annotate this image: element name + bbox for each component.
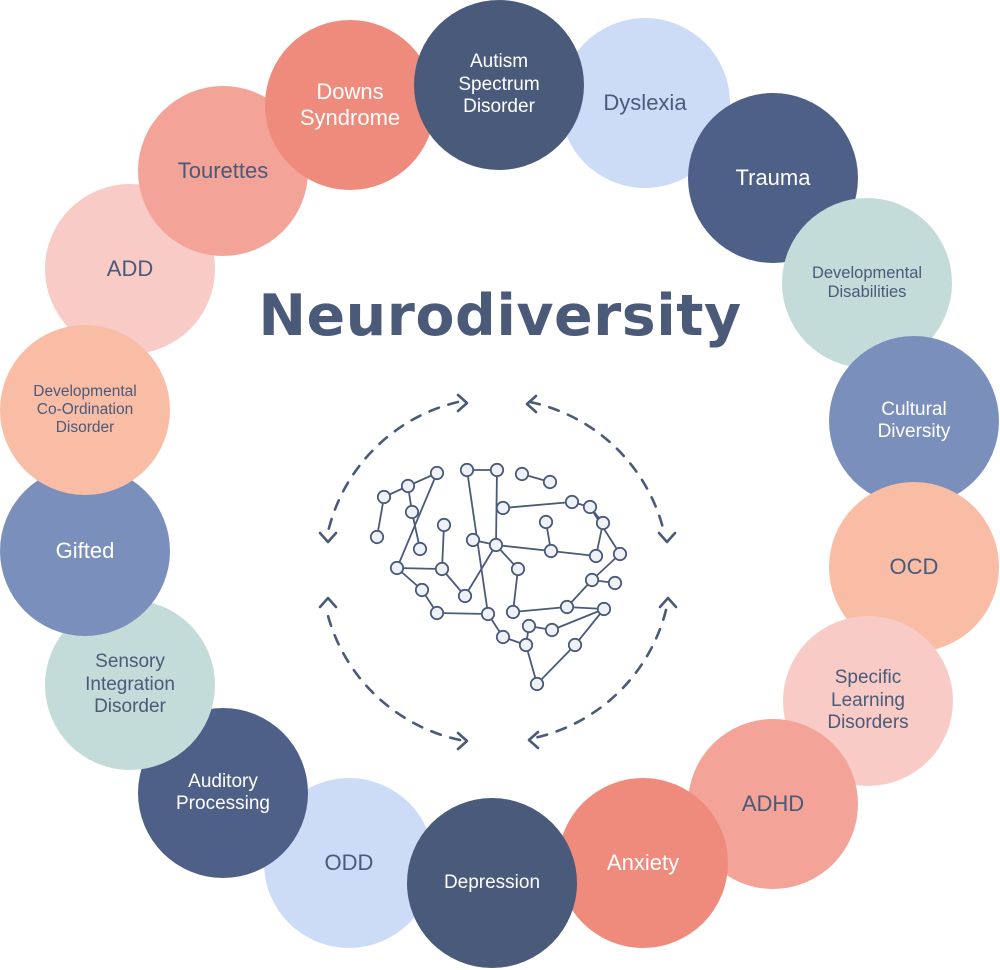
brain-node — [480, 606, 496, 622]
brain-node — [389, 560, 405, 576]
brain-node — [459, 462, 475, 478]
brain-node — [489, 462, 505, 478]
brain-node — [495, 500, 511, 516]
brain-edges — [376, 469, 621, 685]
brain-node — [429, 605, 445, 621]
brain-node — [612, 546, 628, 562]
brain-edge — [441, 524, 445, 570]
arrowhead-bottom-right — [527, 730, 540, 750]
arrowhead-lower-right — [658, 596, 678, 609]
condition-developmental-coordination-disorder: Developmental Co-Ordination Disorder — [0, 325, 170, 495]
brain-edge — [436, 612, 489, 615]
brain-nodes — [369, 462, 628, 692]
brain-node — [465, 532, 481, 548]
brain-node — [505, 604, 521, 620]
brain-edge — [396, 567, 443, 570]
brain-node — [521, 618, 537, 634]
condition-ocd: OCD — [829, 482, 999, 652]
arrowhead-top-left — [456, 393, 469, 413]
condition-cultural-diversity: Cultural Diversity — [829, 336, 999, 506]
brain-node — [595, 515, 611, 531]
brain-node — [376, 489, 392, 505]
arrowhead-bottom-left — [456, 731, 469, 751]
brain-node — [369, 529, 385, 545]
dashed-arc-bottom-left — [324, 606, 462, 742]
brain-node — [543, 543, 559, 559]
arrowhead-left — [318, 531, 338, 544]
condition-downs-syndrome: Downs Syndrome — [265, 20, 435, 190]
brain-node — [518, 637, 534, 653]
brain-node — [400, 478, 416, 494]
brain-edge — [502, 501, 573, 509]
brain-node — [488, 537, 504, 553]
brain-node — [567, 637, 583, 653]
brain-node — [434, 561, 450, 577]
brain-edge — [512, 568, 519, 613]
brain-node — [584, 572, 600, 588]
condition-autism-spectrum-disorder: Autism Spectrum Disorder — [414, 0, 584, 170]
dashed-arc-bottom-right — [532, 608, 668, 740]
brain-node — [607, 575, 623, 591]
brain-node — [588, 548, 604, 564]
brain-node — [544, 622, 560, 638]
brain-node — [495, 629, 511, 645]
brain-node — [436, 517, 452, 533]
dashed-arc-top-right — [528, 400, 666, 534]
condition-anxiety: Anxiety — [558, 778, 728, 948]
diagram-title: Neurodiversity — [258, 283, 742, 349]
brain-node — [559, 599, 575, 615]
brain-edge — [589, 506, 621, 555]
condition-depression: Depression — [407, 798, 577, 968]
brain-node — [582, 499, 598, 515]
dashed-arc-top-left — [326, 400, 460, 534]
arrowhead-right — [657, 531, 677, 544]
brain-edge — [574, 608, 605, 646]
brain-node — [538, 514, 554, 530]
brain-node — [457, 588, 473, 604]
brain-edge — [550, 550, 597, 557]
brain-node — [542, 474, 558, 490]
brain-node — [404, 504, 420, 520]
brain-node — [529, 676, 545, 692]
brain-edge — [536, 644, 576, 685]
brain-network-icon — [318, 393, 678, 751]
brain-edge — [512, 606, 568, 613]
arrowhead-top-right — [525, 394, 538, 414]
arrowhead-lower-left — [318, 596, 338, 609]
condition-developmental-disabilities: Developmental Disabilities — [782, 198, 952, 368]
brain-edge — [396, 472, 438, 569]
brain-node — [510, 561, 526, 577]
brain-edge — [495, 544, 552, 552]
brain-node — [514, 466, 530, 482]
brain-node — [412, 541, 428, 557]
brain-edge — [464, 544, 497, 597]
condition-sensory-integration-disorder: Sensory Integration Disorder — [45, 600, 215, 770]
cycle-arrows — [324, 400, 668, 742]
brain-node — [429, 465, 445, 481]
brain-edge — [551, 608, 605, 631]
brain-node — [564, 494, 580, 510]
brain-node — [596, 601, 612, 617]
brain-node — [414, 582, 430, 598]
